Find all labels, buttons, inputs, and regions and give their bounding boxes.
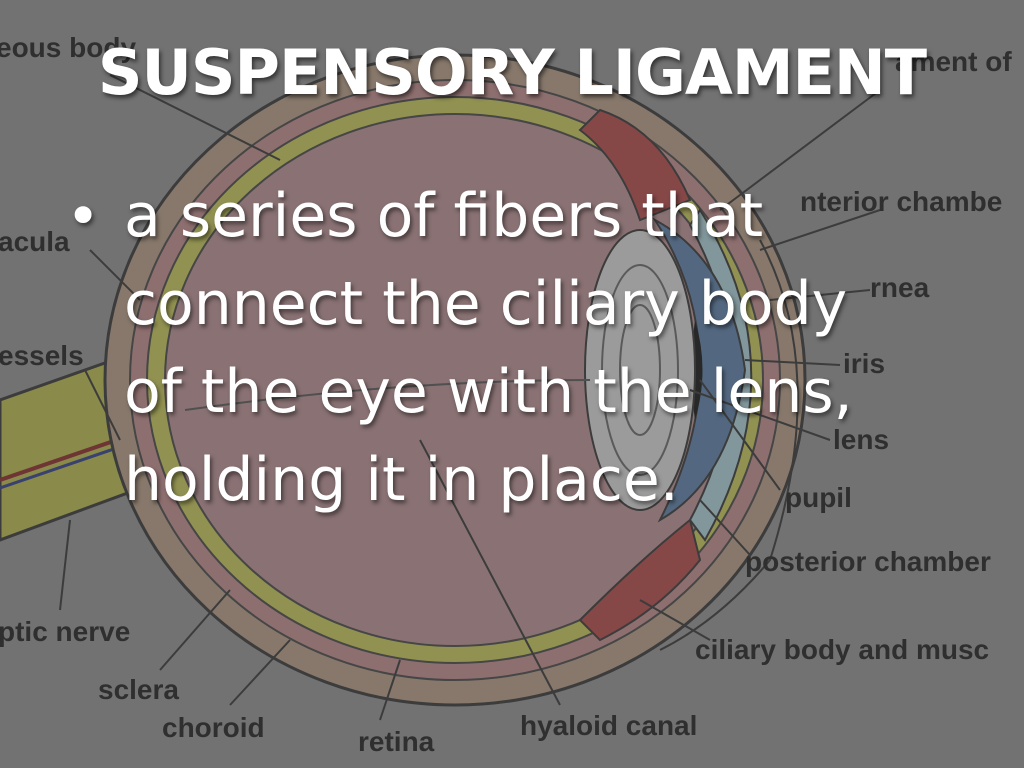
label-pupil: pupil [785,482,852,513]
label-choroid: choroid [162,712,265,743]
label-hyaloid-canal: hyaloid canal [520,710,698,741]
label-iris: iris [843,348,886,379]
label-lens: lens [833,424,890,455]
lens-ring [601,264,679,476]
label-ligament: ament of [895,46,1012,77]
hyaloid-canal [184,379,591,411]
label-posterior-chamber: posterior chamber [745,546,991,577]
label-optic-nerve: ptic nerve [0,616,131,647]
label-macula: acula [0,226,70,257]
bullet-dot-icon: • [66,182,101,250]
ciliary-body-top [578,108,692,222]
lens-ring-inner [619,304,661,436]
bullet-text: a series of fibers that connect the cili… [124,181,853,515]
label-cornea: rnea [870,272,930,303]
label-vitreous-body: eous body [0,32,137,63]
label-sclera: sclera [98,674,179,705]
label-anterior-chamber: nterior chambe [800,186,1003,217]
label-vessels: essels [0,340,84,371]
ciliary-body-bottom [578,518,702,642]
label-retina: retina [358,726,435,757]
label-ciliary-body: ciliary body and musc [695,634,990,665]
outer-contour [659,239,799,651]
slide-title: SUSPENSORY LIGAMENT [97,36,927,109]
bullet-item: • a series of fibers that connect the ci… [66,172,946,524]
leader-lines [59,74,881,721]
